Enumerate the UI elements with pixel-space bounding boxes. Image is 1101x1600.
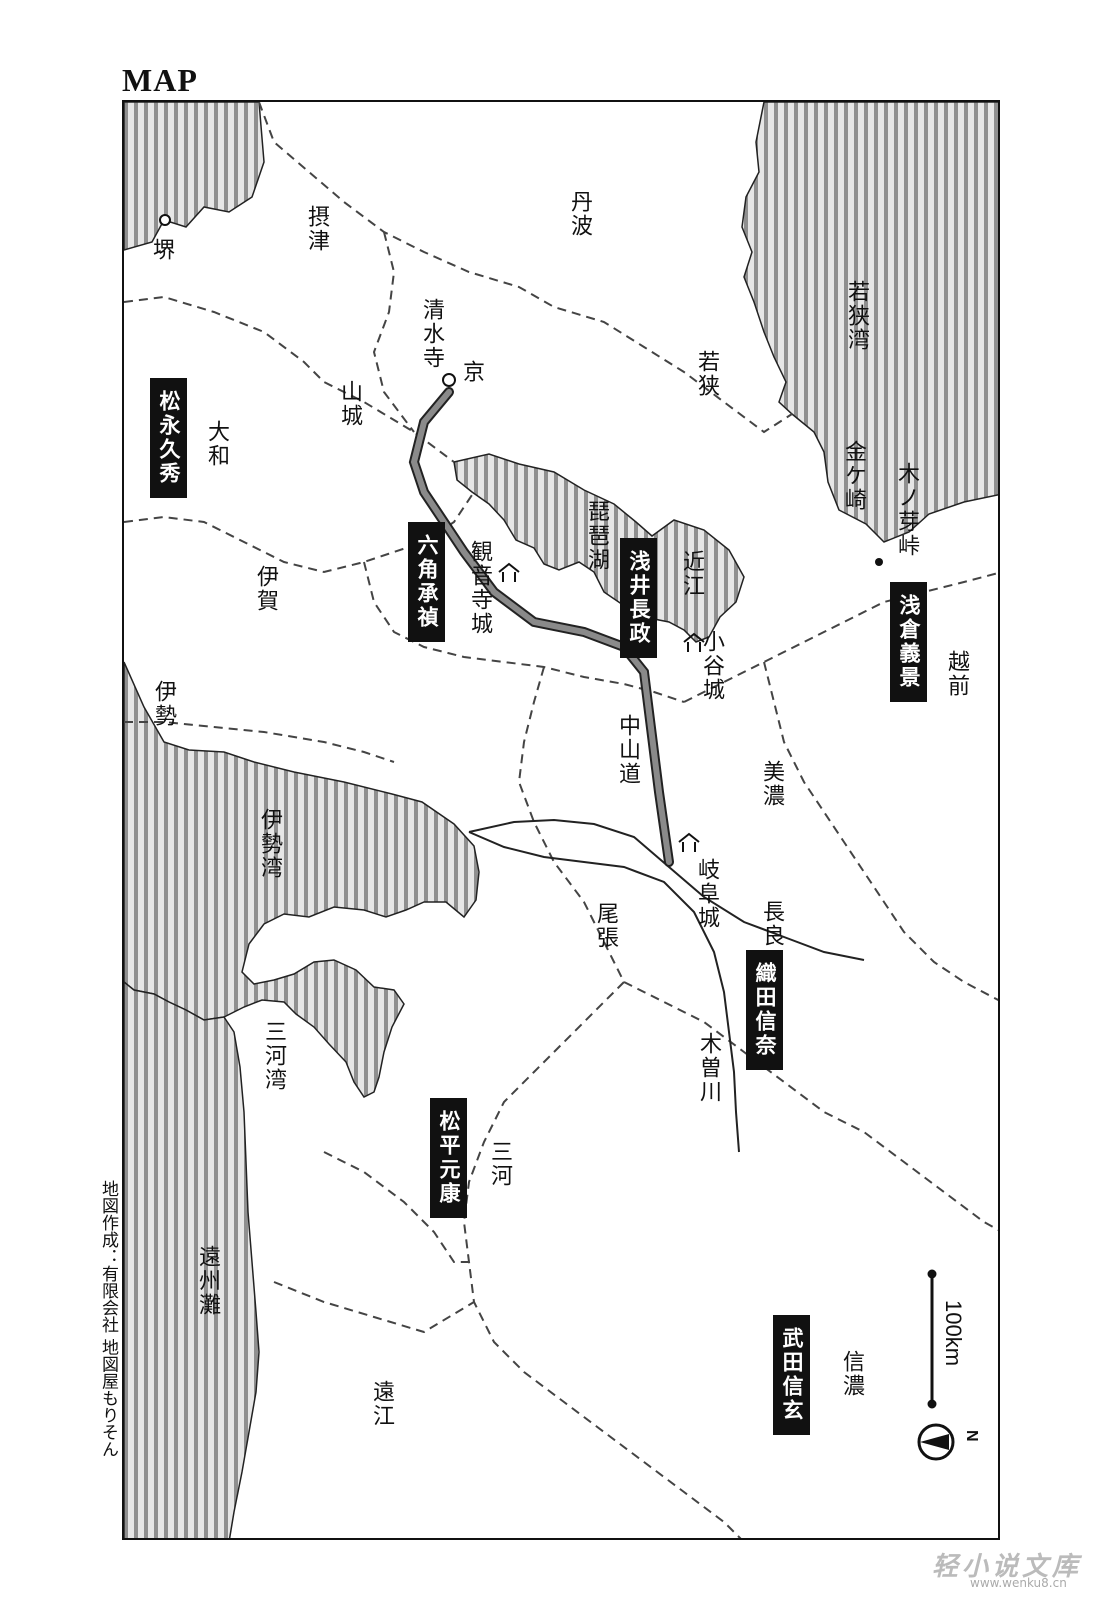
water-biwa: 琵琶湖 bbox=[584, 500, 609, 572]
daimyo-badge-asakura: 浅倉義景 bbox=[890, 582, 927, 702]
river-kiso-label: 木曽川 bbox=[696, 1032, 721, 1104]
province-iga: 伊賀 bbox=[253, 565, 278, 613]
water-enshu: 遠州灘 bbox=[195, 1245, 220, 1317]
province-ise: 伊勢 bbox=[151, 680, 176, 728]
daimyo-badge-matsunaga: 松永久秀 bbox=[150, 378, 187, 498]
province-echizen: 越前 bbox=[944, 650, 969, 698]
province-tanba: 丹波 bbox=[567, 190, 592, 238]
scale-label: 100km bbox=[941, 1300, 966, 1367]
kiso-river-line bbox=[468, 831, 740, 1153]
place-gifu: 岐阜城 bbox=[694, 858, 719, 930]
kinomeguchi-marker bbox=[875, 558, 883, 566]
province-mikawa: 三河 bbox=[487, 1140, 512, 1188]
water-wakasa-bay: 若狭湾 bbox=[844, 280, 869, 352]
place-kanegasaki: 金ケ崎 bbox=[841, 440, 866, 512]
daimyo-badge-rokkaku: 六角承禎 bbox=[408, 522, 445, 642]
place-kyo: 京 bbox=[459, 360, 484, 384]
scale-bar bbox=[927, 1269, 937, 1409]
daimyo-badge-takeda: 武田信玄 bbox=[773, 1315, 810, 1435]
water-mikawa-bay: 三河湾 bbox=[261, 1020, 286, 1092]
province-yamato: 大和 bbox=[204, 420, 229, 468]
kyo-marker bbox=[442, 373, 456, 387]
province-shinano: 信濃 bbox=[839, 1350, 864, 1398]
province-yamashiro: 山城 bbox=[337, 380, 362, 428]
place-kannonji: 観音寺城 bbox=[467, 540, 492, 636]
enshu-sea-water bbox=[124, 981, 260, 1538]
watermark-url: www.wenku8.cn bbox=[970, 1576, 1067, 1590]
province-totomi: 遠江 bbox=[369, 1380, 394, 1428]
map-heading: MAP bbox=[122, 62, 198, 98]
province-borders bbox=[124, 102, 998, 1538]
province-mino: 美濃 bbox=[759, 760, 784, 808]
osaka-bay-water bbox=[124, 102, 265, 251]
rivers bbox=[468, 818, 865, 1153]
watermark: 轻小说文库 www.wenku8.cn bbox=[932, 1546, 1083, 1590]
map-canvas bbox=[124, 102, 998, 1538]
province-omi: 近江 bbox=[679, 550, 704, 598]
daimyo-badge-azai: 浅井長政 bbox=[620, 538, 657, 658]
daimyo-badge-matsudaira: 松平元康 bbox=[430, 1098, 467, 1218]
place-odani: 小谷城 bbox=[699, 630, 724, 702]
province-owari: 尾張 bbox=[593, 902, 618, 950]
water-ise-bay: 伊勢湾 bbox=[257, 808, 282, 880]
place-kiyomizu: 清水寺 bbox=[419, 298, 444, 370]
map-frame bbox=[122, 100, 1000, 1540]
ise-bay-water bbox=[124, 661, 480, 1098]
place-kinomeguchi: 木ノ芽峠 bbox=[894, 462, 919, 558]
province-wakasa: 若狭 bbox=[694, 350, 719, 398]
place-sakai: 堺 bbox=[149, 238, 174, 262]
daimyo-badge-oda: 織田信奈 bbox=[746, 950, 783, 1070]
wakasa-bay-water bbox=[741, 102, 998, 543]
sakai-marker bbox=[159, 214, 171, 226]
castle-marks bbox=[498, 562, 705, 852]
compass-label: N bbox=[963, 1430, 980, 1442]
road-nakasendo-label: 中山道 bbox=[615, 714, 640, 786]
province-settsu: 摂津 bbox=[304, 205, 329, 253]
map-credit: 地図作成：有限会社 地図屋もりそん bbox=[98, 1180, 118, 1458]
watermark-title: 轻小说文库 bbox=[932, 1552, 1083, 1582]
castle-icon-odani bbox=[683, 632, 705, 652]
castle-icon-gifu bbox=[678, 832, 700, 852]
castle-icon-kannonji bbox=[498, 562, 520, 582]
compass-icon bbox=[917, 1423, 955, 1461]
